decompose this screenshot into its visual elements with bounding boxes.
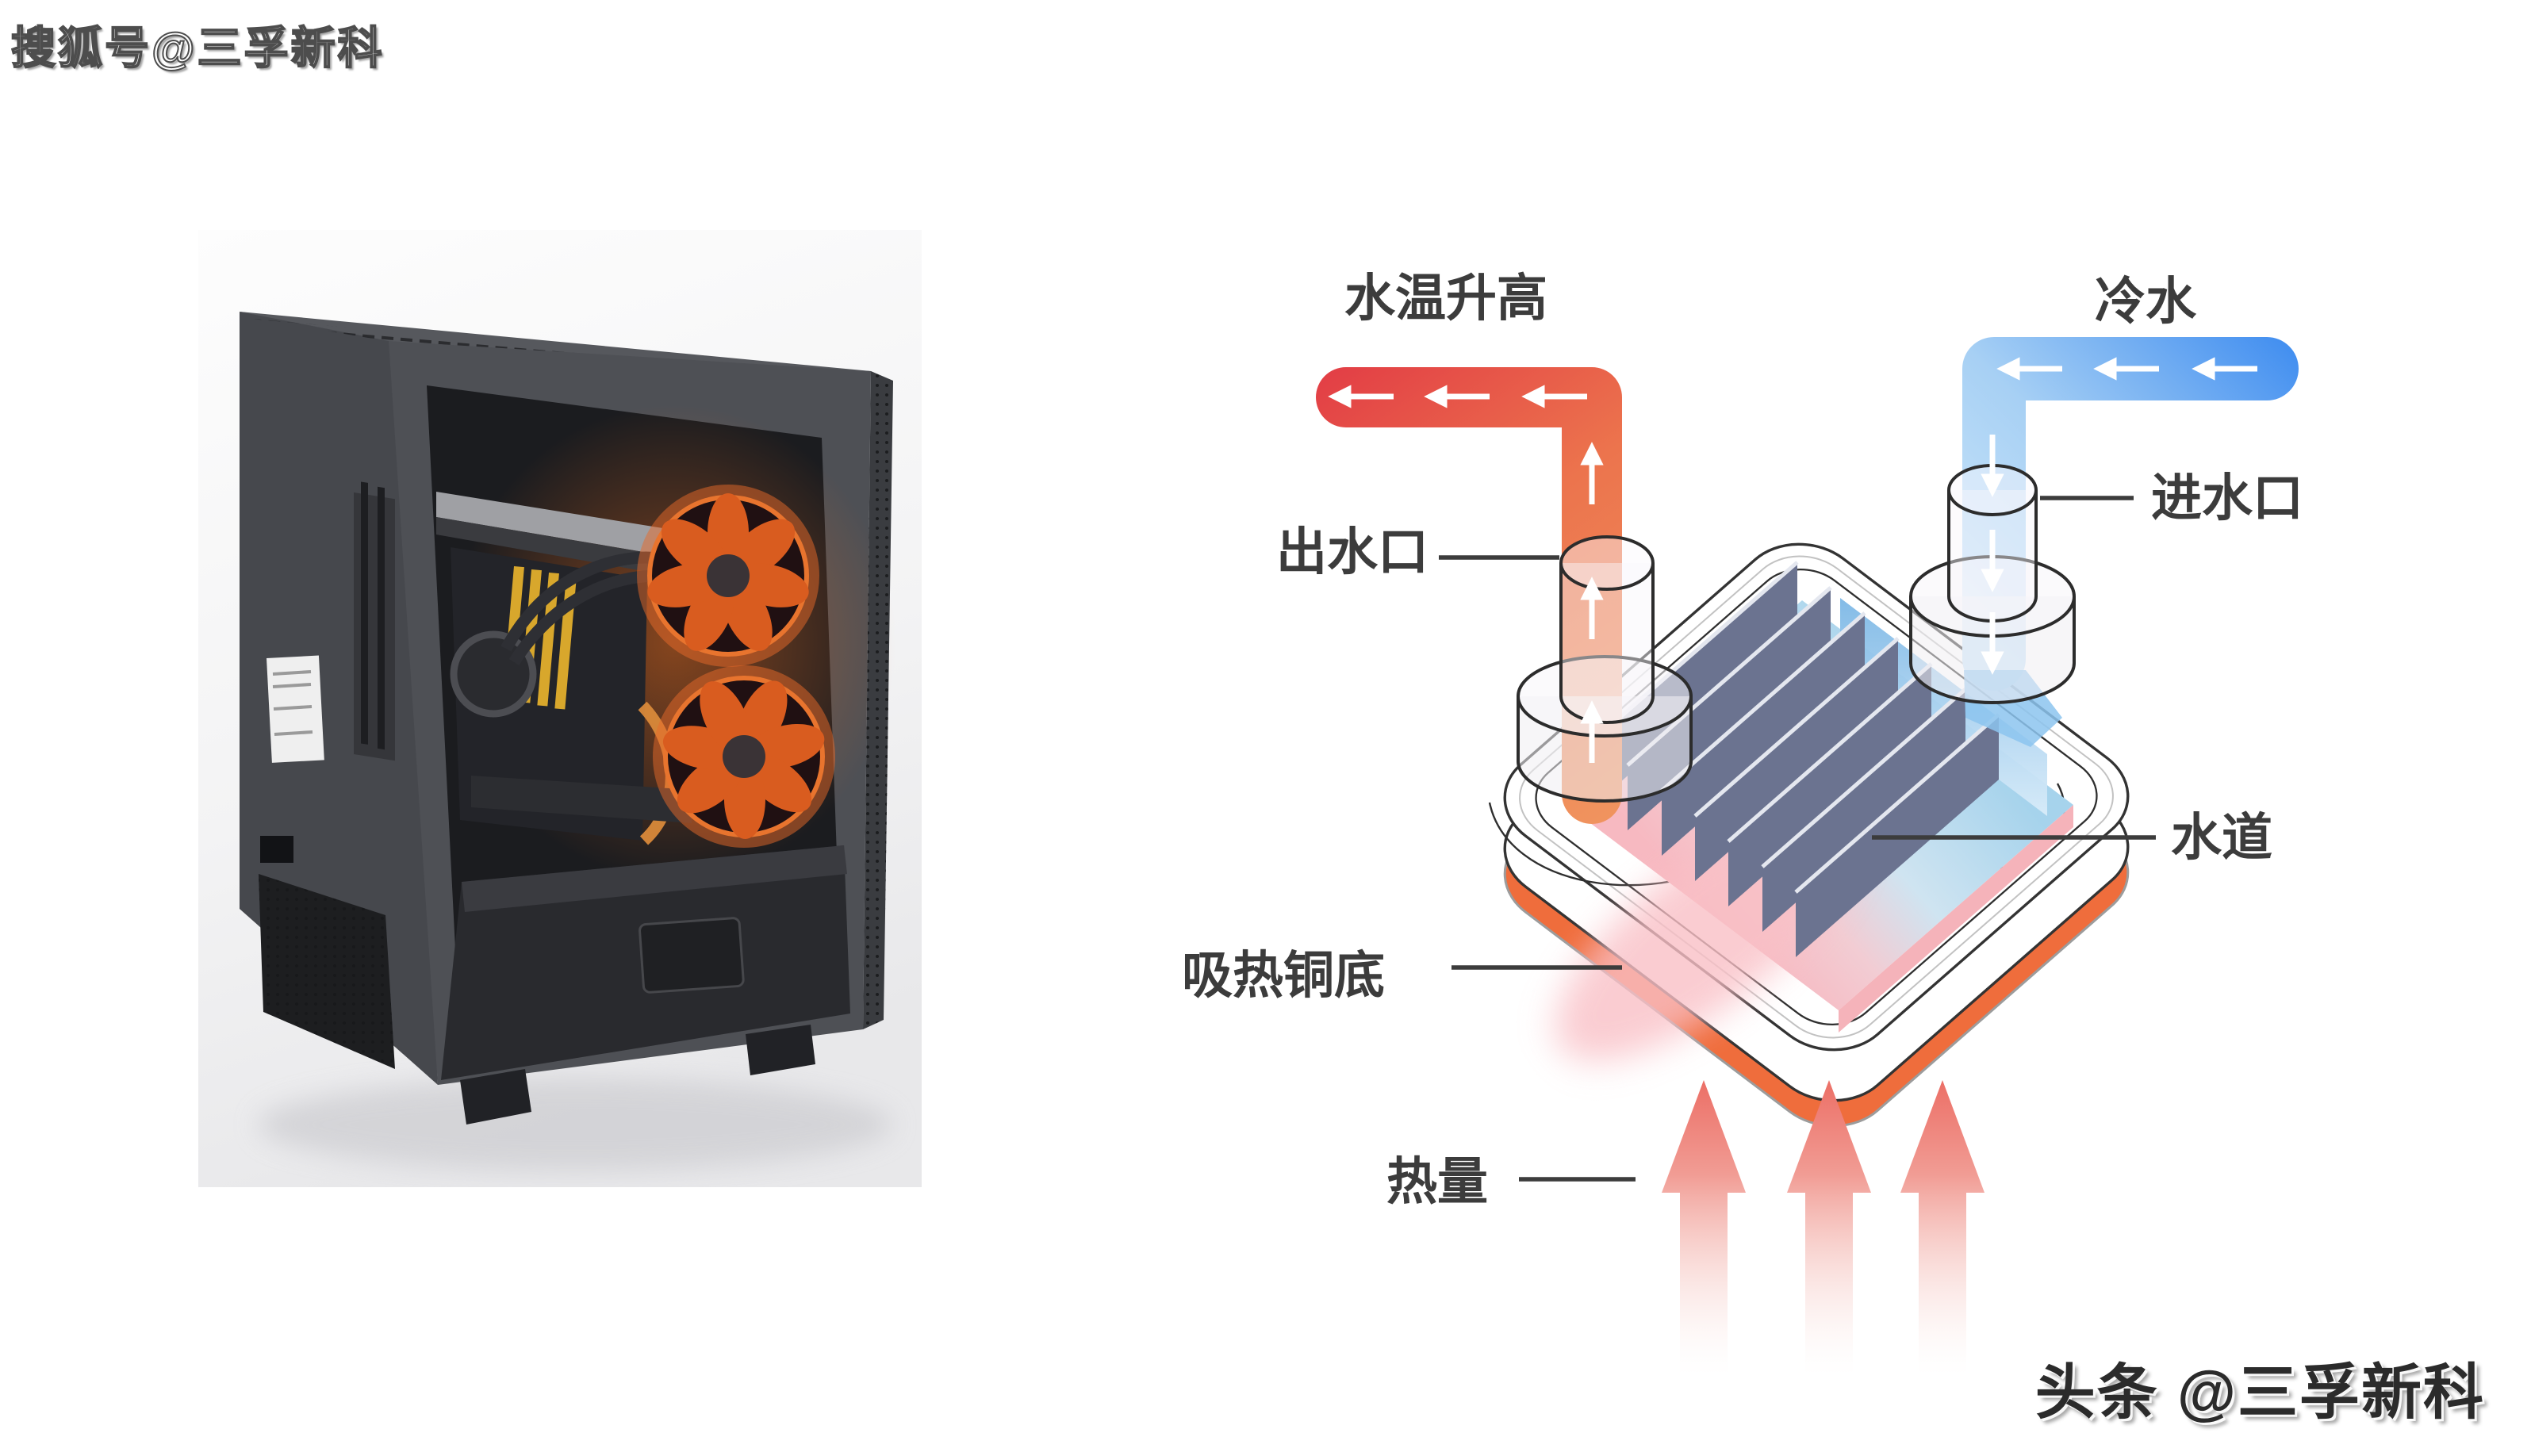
rear-pci-slots [354,481,395,761]
case-shadow [258,1079,892,1171]
psu-badge [639,917,745,994]
front-mesh-holes [863,371,893,1029]
case-fan [637,485,819,667]
pc-case-photo [198,230,922,1187]
watermark-toutiao: 头条 @三孚新科 [2034,1359,2485,1427]
fin [1693,637,1900,881]
water-channels [1555,561,2073,1061]
watermark-sohu: 搜狐号@三孚新科 [10,22,385,74]
label-copper-base: 吸热铜底 [1182,947,1385,1004]
rear-label-barcode [272,670,313,736]
outlet-port-top [1559,535,1655,591]
inlet-assembly [1909,337,2299,747]
case-fan [653,665,835,848]
heat-arrows [1662,1080,1985,1375]
fin [1660,611,1866,856]
outlet-assembly [1316,367,1693,824]
case-foot [460,1069,531,1125]
gpu-card [471,776,693,823]
psu-grille-holes [259,874,395,1069]
waterblock-diagram: 水温升高 冷水 出水口 进水口 水道 吸热铜底 热量 [1150,238,2459,1396]
label-cold-in: 冷水 [2095,273,2197,330]
heat-arrow [1900,1080,1985,1375]
label-channel: 水道 [2171,809,2272,866]
fin [1727,662,1933,906]
channel-floor-edge [1839,805,2073,1033]
label-heat: 热量 [1386,1153,1488,1210]
case-foot [746,1025,815,1075]
heat-arrow [1662,1080,1746,1375]
label-outlet: 出水口 [1276,523,1428,580]
motherboard [451,547,647,841]
label-hot-out: 水温升高 [1344,270,1547,327]
psu-shroud-top [462,845,847,912]
psu-socket [260,836,293,863]
heat-arrow [1787,1080,1871,1375]
label-inlet: 进水口 [2151,469,2303,527]
outlet-port [1559,563,1655,724]
pc-case [240,312,896,1125]
fin [1761,688,1967,932]
